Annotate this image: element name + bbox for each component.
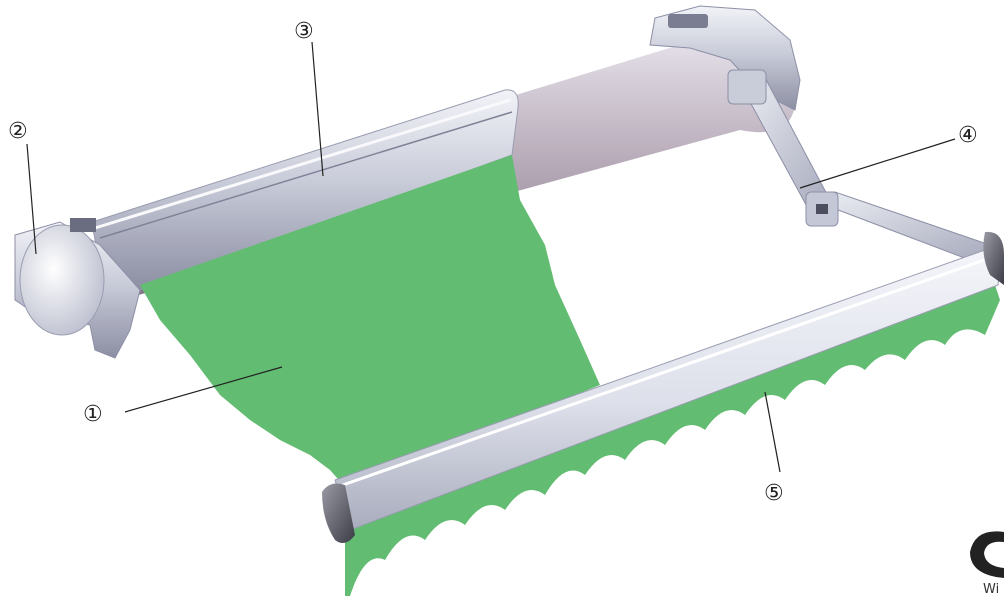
cassette-cover-edge: [94, 98, 511, 230]
arm-shoulder-joint: [727, 69, 767, 105]
callout-4: ④: [958, 123, 978, 148]
leader-line-3: [311, 41, 324, 177]
leader-line-1: [124, 366, 283, 413]
bracket-slot: [668, 14, 708, 28]
callout-2: ②: [8, 119, 28, 144]
leader-lines: [26, 41, 956, 473]
awning-fabric: [140, 155, 600, 487]
front-bar-right-cap: [983, 231, 1004, 285]
leader-line-5: [764, 391, 781, 473]
cassette-cover-groove: [99, 111, 513, 239]
callout-3: ③: [294, 19, 314, 44]
callout-5: ⑤: [764, 481, 784, 506]
callout-1: ①: [83, 402, 103, 427]
front-bar-left-cap: [322, 483, 355, 544]
callouts: ① ② ③ ④ ⑤: [8, 19, 978, 506]
left-end-cap: [19, 224, 105, 336]
leader-line-4: [799, 138, 956, 189]
arm-elbow-slot: [816, 204, 828, 214]
arm-lower: [810, 191, 991, 263]
leader-line-2: [26, 143, 37, 255]
left-vent-grille: [70, 218, 96, 232]
brand-logo-mark: [970, 531, 1004, 578]
front-bar-highlight: [339, 256, 991, 488]
brand-text-fragment: Wi: [983, 582, 999, 596]
awning-valance: [345, 270, 1000, 596]
